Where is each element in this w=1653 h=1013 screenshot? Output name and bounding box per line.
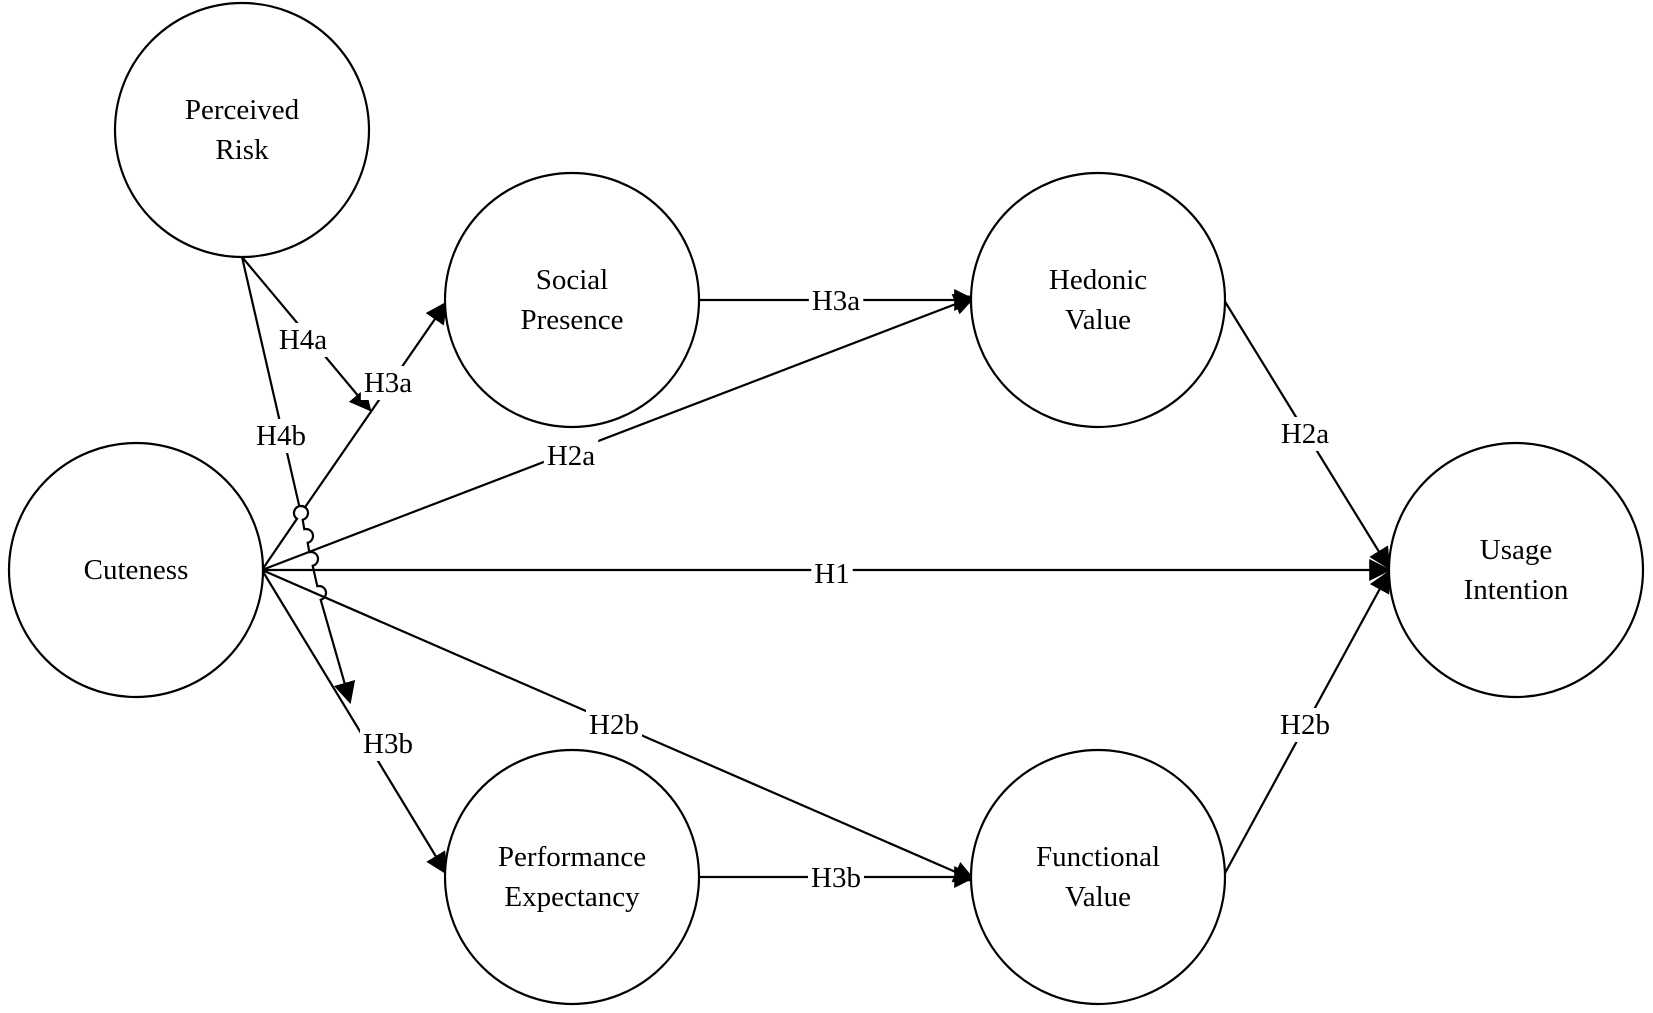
node-label-line: Hedonic [1049,264,1147,296]
node-label-line: Presence [520,304,623,336]
edge-label-text: H2b [589,709,639,741]
node-circle [7,441,265,699]
edge-label-text: H2a [547,440,595,472]
edge-label-text: H2b [1280,709,1330,741]
edge-label-perceived-risk-moderation-a: H4a [275,323,331,357]
edge-label-cuteness-to-social-presence: H3a [360,366,416,400]
edge-label-performance-expectancy-to-functional-value: H3b [808,861,864,895]
node-label-line: Risk [215,134,269,166]
node-label-line: Value [1065,304,1131,336]
edge-label-background [275,323,331,357]
edge-label-social-presence-to-hedonic-value: H3a [808,284,864,318]
node-cuteness: Cuteness [7,441,265,699]
node-circle [443,748,701,1006]
edge-label-background [360,727,416,761]
node-label-line: Performance [498,841,646,873]
node-label-line: Cuteness [84,554,189,586]
node-circle [969,748,1227,1006]
node-circle [969,171,1227,429]
edge-label-background [1277,708,1333,742]
edge-label-background [808,861,864,895]
edge-label-background [360,366,416,400]
edge-label-cuteness-to-usage-intention: H1 [811,557,853,591]
edge-cuteness-to-hedonic-value [261,293,977,572]
node-circle [443,171,701,429]
edge-label-background [1277,417,1333,451]
edge-label-text: H2a [1281,418,1329,450]
node-circle [1387,441,1645,699]
edge-label-text: H4a [279,324,327,356]
edge-label-background [586,708,642,742]
node-label-line: Intention [1464,574,1569,606]
edge-label-functional-value-to-usage-intention: H2b [1277,708,1333,742]
edge-label-text: H4b [256,420,306,452]
edge-label-background [253,419,309,453]
edge-label-cuteness-to-hedonic-value: H2a [543,439,599,473]
edge-label-perceived-risk-moderation-b: H4b [253,419,309,453]
node-circle [113,1,371,259]
edge-label-text: H3a [364,367,412,399]
node-label-line: Social [536,264,609,296]
edge-label-cuteness-to-performance-expectancy: H3b [360,727,416,761]
edge-label-text: H1 [814,558,849,590]
node-label-line: Expectancy [504,881,640,913]
edge-label-background [543,439,599,473]
edge-label-hedonic-value-to-usage-intention: H2a [1277,417,1333,451]
edge-perceived-risk-moderation-b [240,256,356,705]
edge-label-text: H3a [812,285,860,317]
edge-label-text: H3b [363,728,413,760]
edge-label-background [811,557,853,591]
edge-label-background [808,284,864,318]
edge-label-cuteness-to-functional-value: H2b [586,708,642,742]
node-label-line: Value [1065,881,1131,913]
node-label-line: Functional [1036,841,1160,873]
edge-label-text: H3b [811,862,861,894]
edge-cuteness-to-performance-expectancy [261,569,448,875]
node-label-line: Usage [1480,534,1552,566]
node-label-line: Perceived [185,94,300,126]
